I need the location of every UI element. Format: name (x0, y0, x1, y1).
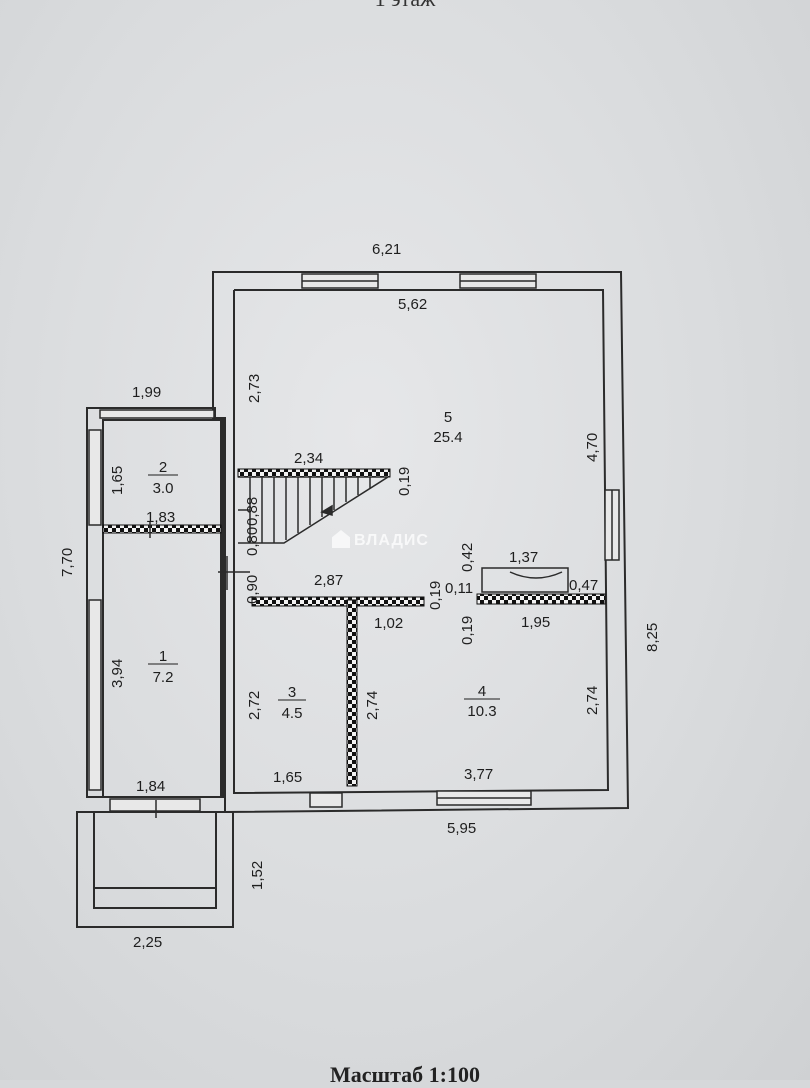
dim-room4-top: 1,95 (521, 614, 550, 631)
dim-closet-width: 1,37 (509, 549, 538, 566)
dim-door-width: 0,80 (244, 527, 261, 556)
watermark-logo-icon (332, 530, 350, 548)
dim-closet-depth: 0,47 (569, 577, 598, 594)
dim-stair-step: 0,88 (244, 497, 261, 526)
dim-room4-width: 3,77 (464, 766, 493, 783)
staircase (238, 476, 391, 544)
room-5-area: 25.4 (433, 429, 462, 446)
room-1-area: 7.2 (153, 669, 174, 686)
dimension-labels: 6,21 5,62 2,73 4,70 8,25 7,70 1,99 1,65 … (59, 241, 661, 951)
dim-left-outer: 7,70 (59, 548, 76, 577)
room-3-area: 4.5 (282, 705, 303, 722)
dim-room5-right: 4,70 (584, 433, 601, 462)
dim-stair-width: 2,34 (294, 450, 323, 467)
watermark-text: ВЛАДИС (354, 532, 429, 549)
dim-partition-c: 0,11 (445, 580, 473, 597)
dim-room1-height: 3,94 (109, 659, 126, 688)
dim-stair-offset: 0,19 (396, 467, 413, 496)
dim-partition-a: 0,42 (459, 543, 476, 572)
room-2-area: 3.0 (153, 480, 174, 497)
dim-veranda-top: 1,99 (132, 384, 161, 401)
dim-room2-height: 1,65 (109, 466, 126, 495)
dim-right-outer: 8,25 (644, 623, 661, 652)
dim-room3-width: 1,65 (273, 769, 302, 786)
room-labels: 5 25.4 2 3.0 1 7.2 3 4.5 4 10.3 (148, 409, 500, 722)
porch (76, 811, 234, 928)
partitions (102, 468, 606, 787)
dim-room3-height: 2,72 (246, 691, 263, 720)
room-4-area: 10.3 (467, 703, 496, 720)
scale-label: Масштаб 1:100 (329, 1062, 480, 1087)
window-veranda-left-lower (88, 599, 102, 791)
dim-room2-width: 1,83 (146, 509, 175, 526)
dim-room5-left: 2,73 (246, 374, 263, 403)
closet (481, 567, 569, 593)
window-bottom-left (309, 792, 343, 808)
partition-room4-top (476, 593, 606, 605)
room-2-number: 2 (159, 459, 167, 476)
window-veranda-top (99, 409, 215, 419)
dim-room1-width: 1,84 (136, 778, 165, 795)
dim-porch-width: 2,25 (133, 934, 162, 951)
dim-hall-height: 0,90 (244, 575, 261, 604)
dim-partition-d: 0,19 (459, 616, 476, 645)
partition-stair-top (237, 468, 391, 478)
partition-hall (251, 596, 425, 607)
dim-porch-height: 1,52 (249, 861, 266, 890)
window-veranda-left-upper (88, 429, 102, 526)
dim-top-outer: 6,21 (372, 241, 401, 258)
partition-room2 (102, 524, 222, 534)
dim-wall-height: 2,74 (364, 691, 381, 720)
room-3-number: 3 (288, 684, 296, 701)
windows (88, 273, 620, 812)
window-veranda-bottom (109, 798, 201, 812)
floor-title: 1 этаж (0, 0, 810, 12)
partition-vertical (346, 599, 358, 787)
dim-top-inner: 5,62 (398, 296, 427, 313)
dim-hall-width: 2,87 (314, 572, 343, 589)
door-marks (149, 522, 250, 818)
room-4-number: 4 (478, 683, 486, 700)
watermark: ВЛАДИС (332, 530, 429, 550)
dim-room4-offset: 1,02 (374, 615, 403, 632)
dim-partition-b: 0,19 (427, 581, 444, 610)
dim-bottom-outer: 5,95 (447, 820, 476, 837)
room-1-number: 1 (159, 648, 167, 665)
dim-room4-height: 2,74 (584, 686, 601, 715)
veranda-walls (86, 407, 224, 798)
room-5-number: 5 (444, 409, 452, 426)
